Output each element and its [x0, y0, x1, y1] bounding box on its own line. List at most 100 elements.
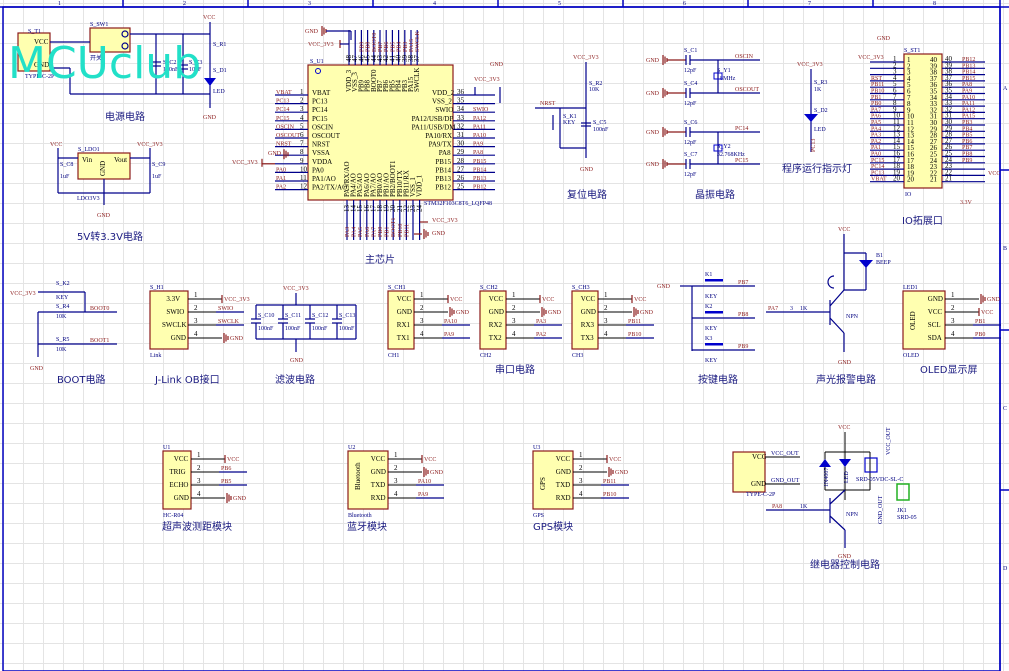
mcu-pin-number: 33	[457, 114, 465, 122]
mcu-pin-number: 22	[402, 205, 410, 213]
crystal-cap-ref: S_C4	[684, 81, 697, 87]
buzzer-gnd: GND	[838, 360, 852, 366]
zone-col-label: 4	[433, 1, 436, 7]
uart-module-1-pin-name: VCC	[397, 295, 412, 303]
relay-led: LED	[844, 471, 850, 483]
mcu-net-label: PA7	[371, 227, 377, 237]
gps-module-pin-number: 1	[579, 451, 583, 459]
mcu-pin-number: 9	[300, 157, 304, 165]
t1-gnd-pin: GND	[34, 61, 49, 69]
io-net-label: PA12	[962, 107, 975, 113]
key-button-icon[interactable]	[705, 311, 723, 314]
filter-cap-ref: S_C12	[312, 313, 328, 319]
ultrasonic-module-pin-name: GND	[174, 494, 189, 502]
io-pin-inner: 14	[907, 138, 915, 146]
relay-vcc-out: VCC_OUT	[771, 451, 799, 457]
mcu-net-label: PB0	[378, 227, 384, 237]
gps-module-ref: U3	[533, 445, 540, 451]
uart-module-2-net-vcc: VCC	[542, 297, 554, 303]
mcu-pin-name: VSS_3	[351, 72, 359, 92]
uart-module-1-net-gnd: GND	[456, 310, 470, 316]
mcu-pin-number: 10	[300, 165, 308, 173]
t1-ref: S_T1	[28, 29, 41, 35]
ultra-title: 超声波测距模块	[162, 520, 232, 533]
io-pin-number: 37	[945, 74, 953, 82]
mcu-pin-number: 6	[300, 131, 304, 139]
relay-gnd: GND	[838, 554, 852, 560]
ldo-vin: Vin	[82, 156, 93, 164]
bluetooth-module-part: Bluetooth	[348, 513, 372, 519]
io-pin-number: 15	[893, 143, 901, 151]
io-pin-number: 33	[945, 99, 953, 107]
mcu-pin-number: 44	[370, 55, 378, 63]
mcu-net-label: PB9	[359, 42, 365, 52]
mcu-pin-name: PB9	[357, 79, 365, 92]
buzzer-led-icon	[859, 260, 873, 268]
io-pin-inner: 33	[930, 100, 938, 108]
key-button-icon[interactable]	[705, 279, 723, 282]
boot-circuit: VCC_3V3 S_K2 KEY S_R4 10K S_R5 10K BOOT0…	[10, 281, 117, 386]
oled-module-pin-number: 2	[951, 304, 955, 312]
mcu-net-label: PB10	[398, 224, 404, 237]
io-pin-inner: 21	[930, 176, 938, 184]
io-pin-inner: 9	[907, 106, 911, 114]
io-pin-inner: 18	[907, 163, 915, 171]
mcu-net-label: PA15	[409, 39, 415, 52]
io-net-label: PB5	[962, 133, 972, 139]
mcu-pin-number: 16	[363, 205, 371, 213]
bluetooth-module-pin-number: 3	[394, 477, 398, 485]
io-pin-inner: 12	[907, 125, 915, 133]
mcu-pin-name: PB7	[376, 79, 384, 92]
io-connector-body	[903, 53, 943, 189]
relay-conn-type: TYPE-C-2P	[746, 492, 776, 498]
io-pin-number: 1	[893, 55, 897, 63]
reset-gnd: GND	[580, 167, 594, 173]
led-title: 程序运行指示灯	[782, 162, 852, 175]
gps-module-pin-name: TXD	[556, 481, 570, 489]
oled-module-net-label: PB0	[975, 332, 985, 338]
io-gnd: GND	[877, 36, 891, 42]
b1-ref: B1	[876, 253, 883, 259]
io-pin-inner: 39	[930, 62, 938, 70]
mcu-net-label: PB4	[397, 42, 403, 52]
io-pin-number: 30	[945, 118, 953, 126]
uart-module-2-pin-name: TX2	[489, 334, 502, 342]
mcu-pin-number: 14	[350, 205, 358, 213]
io-pin-number: 24	[945, 156, 953, 164]
io-pin-number: 6	[893, 87, 897, 95]
io-net-label: PA8	[962, 82, 972, 88]
io-pin-number: 13	[893, 131, 901, 139]
io-net-label: PC15	[871, 158, 884, 164]
io-net-label: VBAT	[871, 177, 887, 183]
mcu-pin-number: 12	[300, 183, 308, 191]
mcu-pin-number: 26	[457, 174, 465, 182]
io-net-label: PA15	[962, 114, 975, 120]
mcu-pin-number: 30	[457, 140, 465, 148]
uart-module-2-net-label: PA3	[536, 319, 546, 325]
mcu-pin-number: 43	[376, 55, 384, 63]
buzzer-icon	[827, 275, 835, 289]
uart-module-3-net-label: PB11	[628, 319, 641, 325]
io-pin-inner: 28	[930, 132, 938, 140]
c5-ref: S_C5	[593, 120, 606, 126]
relay-r-base: 1K	[800, 504, 808, 510]
io-pin-number: 10	[893, 112, 901, 120]
gps-module-net-vcc: VCC	[609, 457, 621, 463]
key-button-icon[interactable]	[705, 343, 723, 346]
mcu-pin-number: 29	[457, 148, 465, 156]
io-pin-number: 32	[945, 105, 953, 113]
io-net-label: RST	[871, 76, 882, 82]
mcu-pin-name: PB14	[435, 166, 451, 174]
uart-module-1-part: CH1	[388, 353, 399, 359]
io-pin-number: 5	[893, 80, 897, 88]
key-net: PB9	[738, 344, 748, 350]
io-pin-inner: 20	[907, 176, 915, 184]
mcu-net-label: SWCLK	[415, 30, 421, 52]
io-pin-inner: 31	[930, 113, 938, 121]
io-pin-inner: 32	[930, 106, 938, 114]
mcu-pin-name: PC14	[312, 106, 328, 114]
